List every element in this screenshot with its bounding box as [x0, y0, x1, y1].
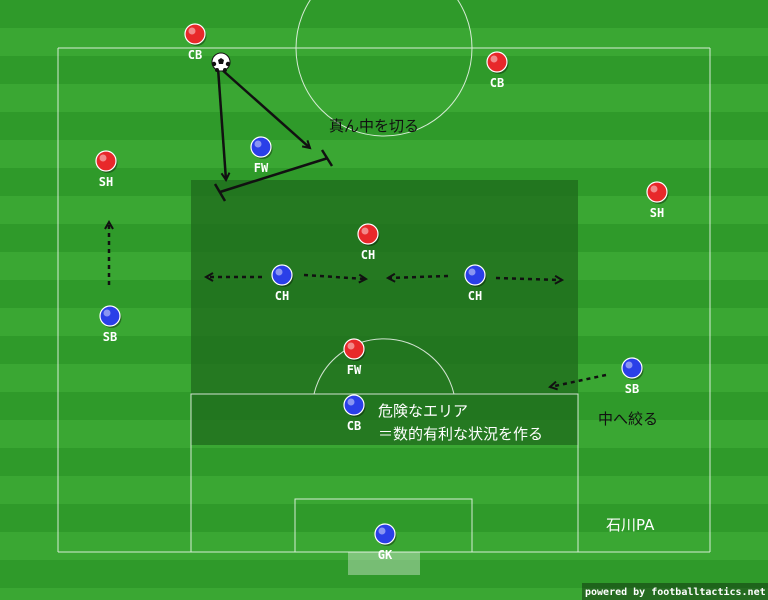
field-lines [57, 0, 711, 553]
player-marker [343, 394, 365, 416]
danger-area-label-1: 危険なエリア [378, 402, 468, 420]
blue-player-fw: FW [250, 136, 273, 175]
player-label: CH [275, 289, 289, 303]
player-highlight [275, 268, 283, 276]
red-player-ch: CH [357, 223, 380, 262]
player-marker [95, 150, 117, 172]
player-label: CB [490, 76, 504, 90]
player-marker [486, 51, 508, 73]
player-marker [99, 305, 121, 327]
player-highlight [625, 361, 633, 369]
player-highlight [254, 140, 262, 148]
red-player-cb: CB [486, 51, 509, 90]
player-highlight [378, 527, 386, 535]
danger-area [191, 180, 578, 445]
center-circle [295, 0, 473, 137]
arrows [109, 67, 607, 387]
squeeze-in-label: 中へ絞る [598, 410, 658, 428]
player-marker [271, 264, 293, 286]
player-label: FW [347, 363, 362, 377]
cut-line-cap-left [213, 183, 227, 202]
ball-icon [211, 52, 231, 72]
player-label: CB [188, 48, 202, 62]
cb-to-block-arrow [216, 67, 226, 180]
player-label: CH [468, 289, 482, 303]
player-marker [621, 357, 643, 379]
player-highlight [650, 185, 658, 193]
player-marker [374, 523, 396, 545]
player-marker [646, 181, 668, 203]
player-label: CB [347, 419, 361, 433]
player-marker [184, 23, 206, 45]
player-highlight [188, 27, 196, 35]
player-label: SH [650, 206, 664, 220]
player-highlight [347, 342, 355, 350]
blue-player-sb: SB [99, 305, 122, 344]
sb-squeeze-arrow [550, 373, 607, 387]
player-label: GK [378, 548, 393, 562]
cut-line-cap-right [320, 149, 334, 167]
red-player-sh: SH [95, 150, 118, 189]
player-label: SB [625, 382, 639, 396]
goal [348, 552, 420, 575]
player-label: CH [361, 248, 375, 262]
player-marker [464, 264, 486, 286]
ch2-right-arrow [495, 278, 562, 280]
player-label: SB [103, 330, 117, 344]
red-player-fw: FW [343, 338, 366, 377]
red-player-cb: CB [184, 23, 207, 62]
player-marker [343, 338, 365, 360]
blue-player-gk: GK [374, 523, 397, 562]
credit-label: powered by footballtactics.net [585, 586, 766, 598]
blue-player-cb: CB [343, 394, 366, 433]
goal-area [294, 498, 473, 553]
player-highlight [361, 227, 369, 235]
ch-right-arrow [303, 275, 366, 279]
blue-player-ch: CH [464, 264, 487, 303]
blue-player-ch: CH [271, 264, 294, 303]
cb-to-right-arrow [219, 67, 310, 148]
penalty-arc [313, 338, 455, 395]
ch2-left-arrow [388, 276, 449, 278]
author-label: 石川PA [606, 516, 655, 534]
cut-middle-label: 真ん中を切る [329, 117, 419, 135]
player-label: FW [254, 161, 269, 175]
blue-player-sb: SB [621, 357, 644, 396]
player-label: SH [99, 175, 113, 189]
red-player-sh: SH [646, 181, 669, 220]
credit-bg [582, 583, 768, 600]
players: CB CB SH SH CH FW FW CH CH SB SB CB GK [95, 23, 669, 562]
player-highlight [490, 55, 498, 63]
player-highlight [468, 268, 476, 276]
player-marker [357, 223, 379, 245]
player-highlight [103, 309, 111, 317]
player-highlight [99, 154, 107, 162]
cut-middle-line [219, 156, 329, 194]
player-highlight [347, 398, 355, 406]
danger-area-label-2: ＝数的有利な状況を作る [378, 425, 543, 443]
player-marker [250, 136, 272, 158]
